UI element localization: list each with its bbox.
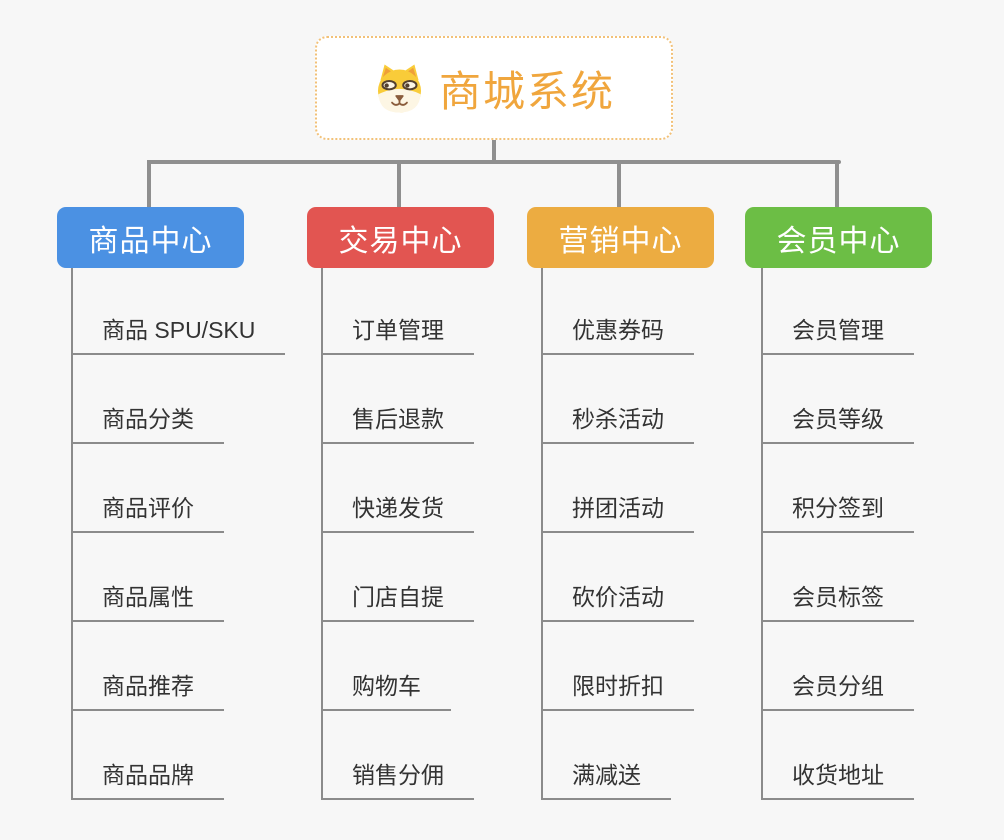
list-item[interactable]: 收货地址 [762,758,914,800]
list-item[interactable]: 拼团活动 [542,491,694,533]
branch-items-trade-center: 订单管理 售后退款 快递发货 门店自提 购物车 销售分佣 [321,268,474,800]
list-item[interactable]: 积分签到 [762,491,914,533]
list-item[interactable]: 会员管理 [762,313,914,355]
list-item[interactable]: 商品推荐 [72,669,224,711]
list-item[interactable]: 秒杀活动 [542,402,694,444]
connector-drop-member [835,160,839,208]
list-item[interactable]: 销售分佣 [322,758,474,800]
root-topic-node[interactable]: 商城系统 [315,36,673,140]
branch-node-product-center[interactable]: 商品中心 [57,207,244,268]
list-item[interactable]: 满减送 [542,758,671,800]
shiba-dog-icon [377,63,422,113]
connector-drop-product [147,160,151,208]
list-item[interactable]: 售后退款 [322,402,474,444]
list-item[interactable]: 购物车 [322,669,451,711]
connector-drop-marketing [617,160,621,208]
branch-node-marketing-center[interactable]: 营销中心 [527,207,714,268]
connector-trunk [147,160,841,164]
branch-node-trade-center[interactable]: 交易中心 [307,207,494,268]
branch-items-product-center: 商品 SPU/SKU 商品分类 商品评价 商品属性 商品推荐 商品品牌 [71,268,286,800]
list-item[interactable]: 商品 SPU/SKU [72,313,286,355]
list-item[interactable]: 商品评价 [72,491,224,533]
list-item[interactable]: 会员分组 [762,669,914,711]
branch-items-member-center: 会员管理 会员等级 积分签到 会员标签 会员分组 收货地址 [761,268,914,800]
list-item[interactable]: 会员等级 [762,402,914,444]
branch-items-marketing-center: 优惠券码 秒杀活动 拼团活动 砍价活动 限时折扣 满减送 [541,268,694,800]
list-item[interactable]: 门店自提 [322,580,474,622]
list-item[interactable]: 商品属性 [72,580,224,622]
list-item[interactable]: 砍价活动 [542,580,694,622]
list-item[interactable]: 订单管理 [322,313,474,355]
root-topic-title: 商城系统 [438,67,615,115]
list-item[interactable]: 商品品牌 [72,758,224,800]
list-item[interactable]: 优惠券码 [542,313,694,355]
list-item[interactable]: 快递发货 [322,491,474,533]
list-item[interactable]: 商品分类 [72,402,224,444]
connector-root-stub [492,140,496,162]
list-item[interactable]: 会员标签 [762,580,914,622]
connector-drop-trade [397,160,401,208]
list-item[interactable]: 限时折扣 [542,669,694,711]
branch-node-member-center[interactable]: 会员中心 [745,207,932,268]
